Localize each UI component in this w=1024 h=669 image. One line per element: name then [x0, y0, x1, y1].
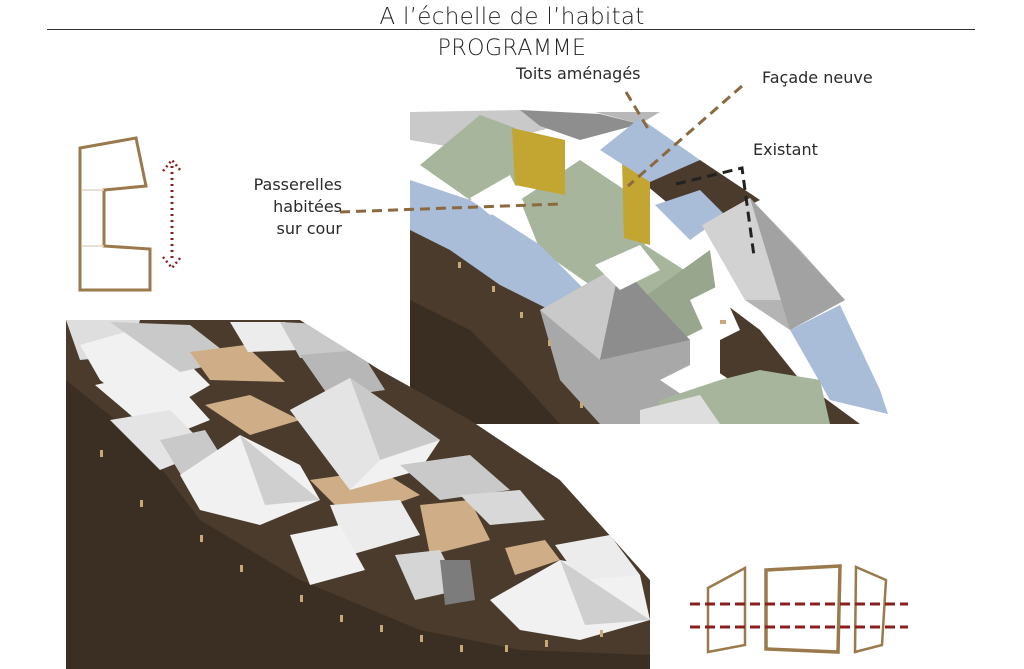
label-passerelles-line-3: sur cour — [276, 219, 342, 238]
section-pictogram — [690, 564, 908, 654]
label-existant: Existant — [753, 140, 818, 159]
vertical-extent-arrow — [162, 158, 182, 270]
label-facade-neuve: Façade neuve — [762, 68, 873, 87]
page-subtitle: PROGRAMME — [437, 36, 587, 61]
title-rule — [47, 29, 975, 30]
label-passerelles-line-1: Passerelles — [253, 175, 342, 194]
label-passerelles-line-2: habitées — [273, 197, 342, 216]
page-title: A l’échelle de l’habitat — [379, 4, 645, 30]
leader-lines — [339, 84, 756, 257]
detail-axonometric — [410, 110, 888, 424]
label-toits-amenages: Toits aménagés — [516, 64, 641, 83]
block-axonometric — [66, 320, 650, 669]
plan-pictogram-c — [78, 136, 152, 292]
label-passerelles: Passerelles habitées sur cour — [232, 174, 342, 240]
